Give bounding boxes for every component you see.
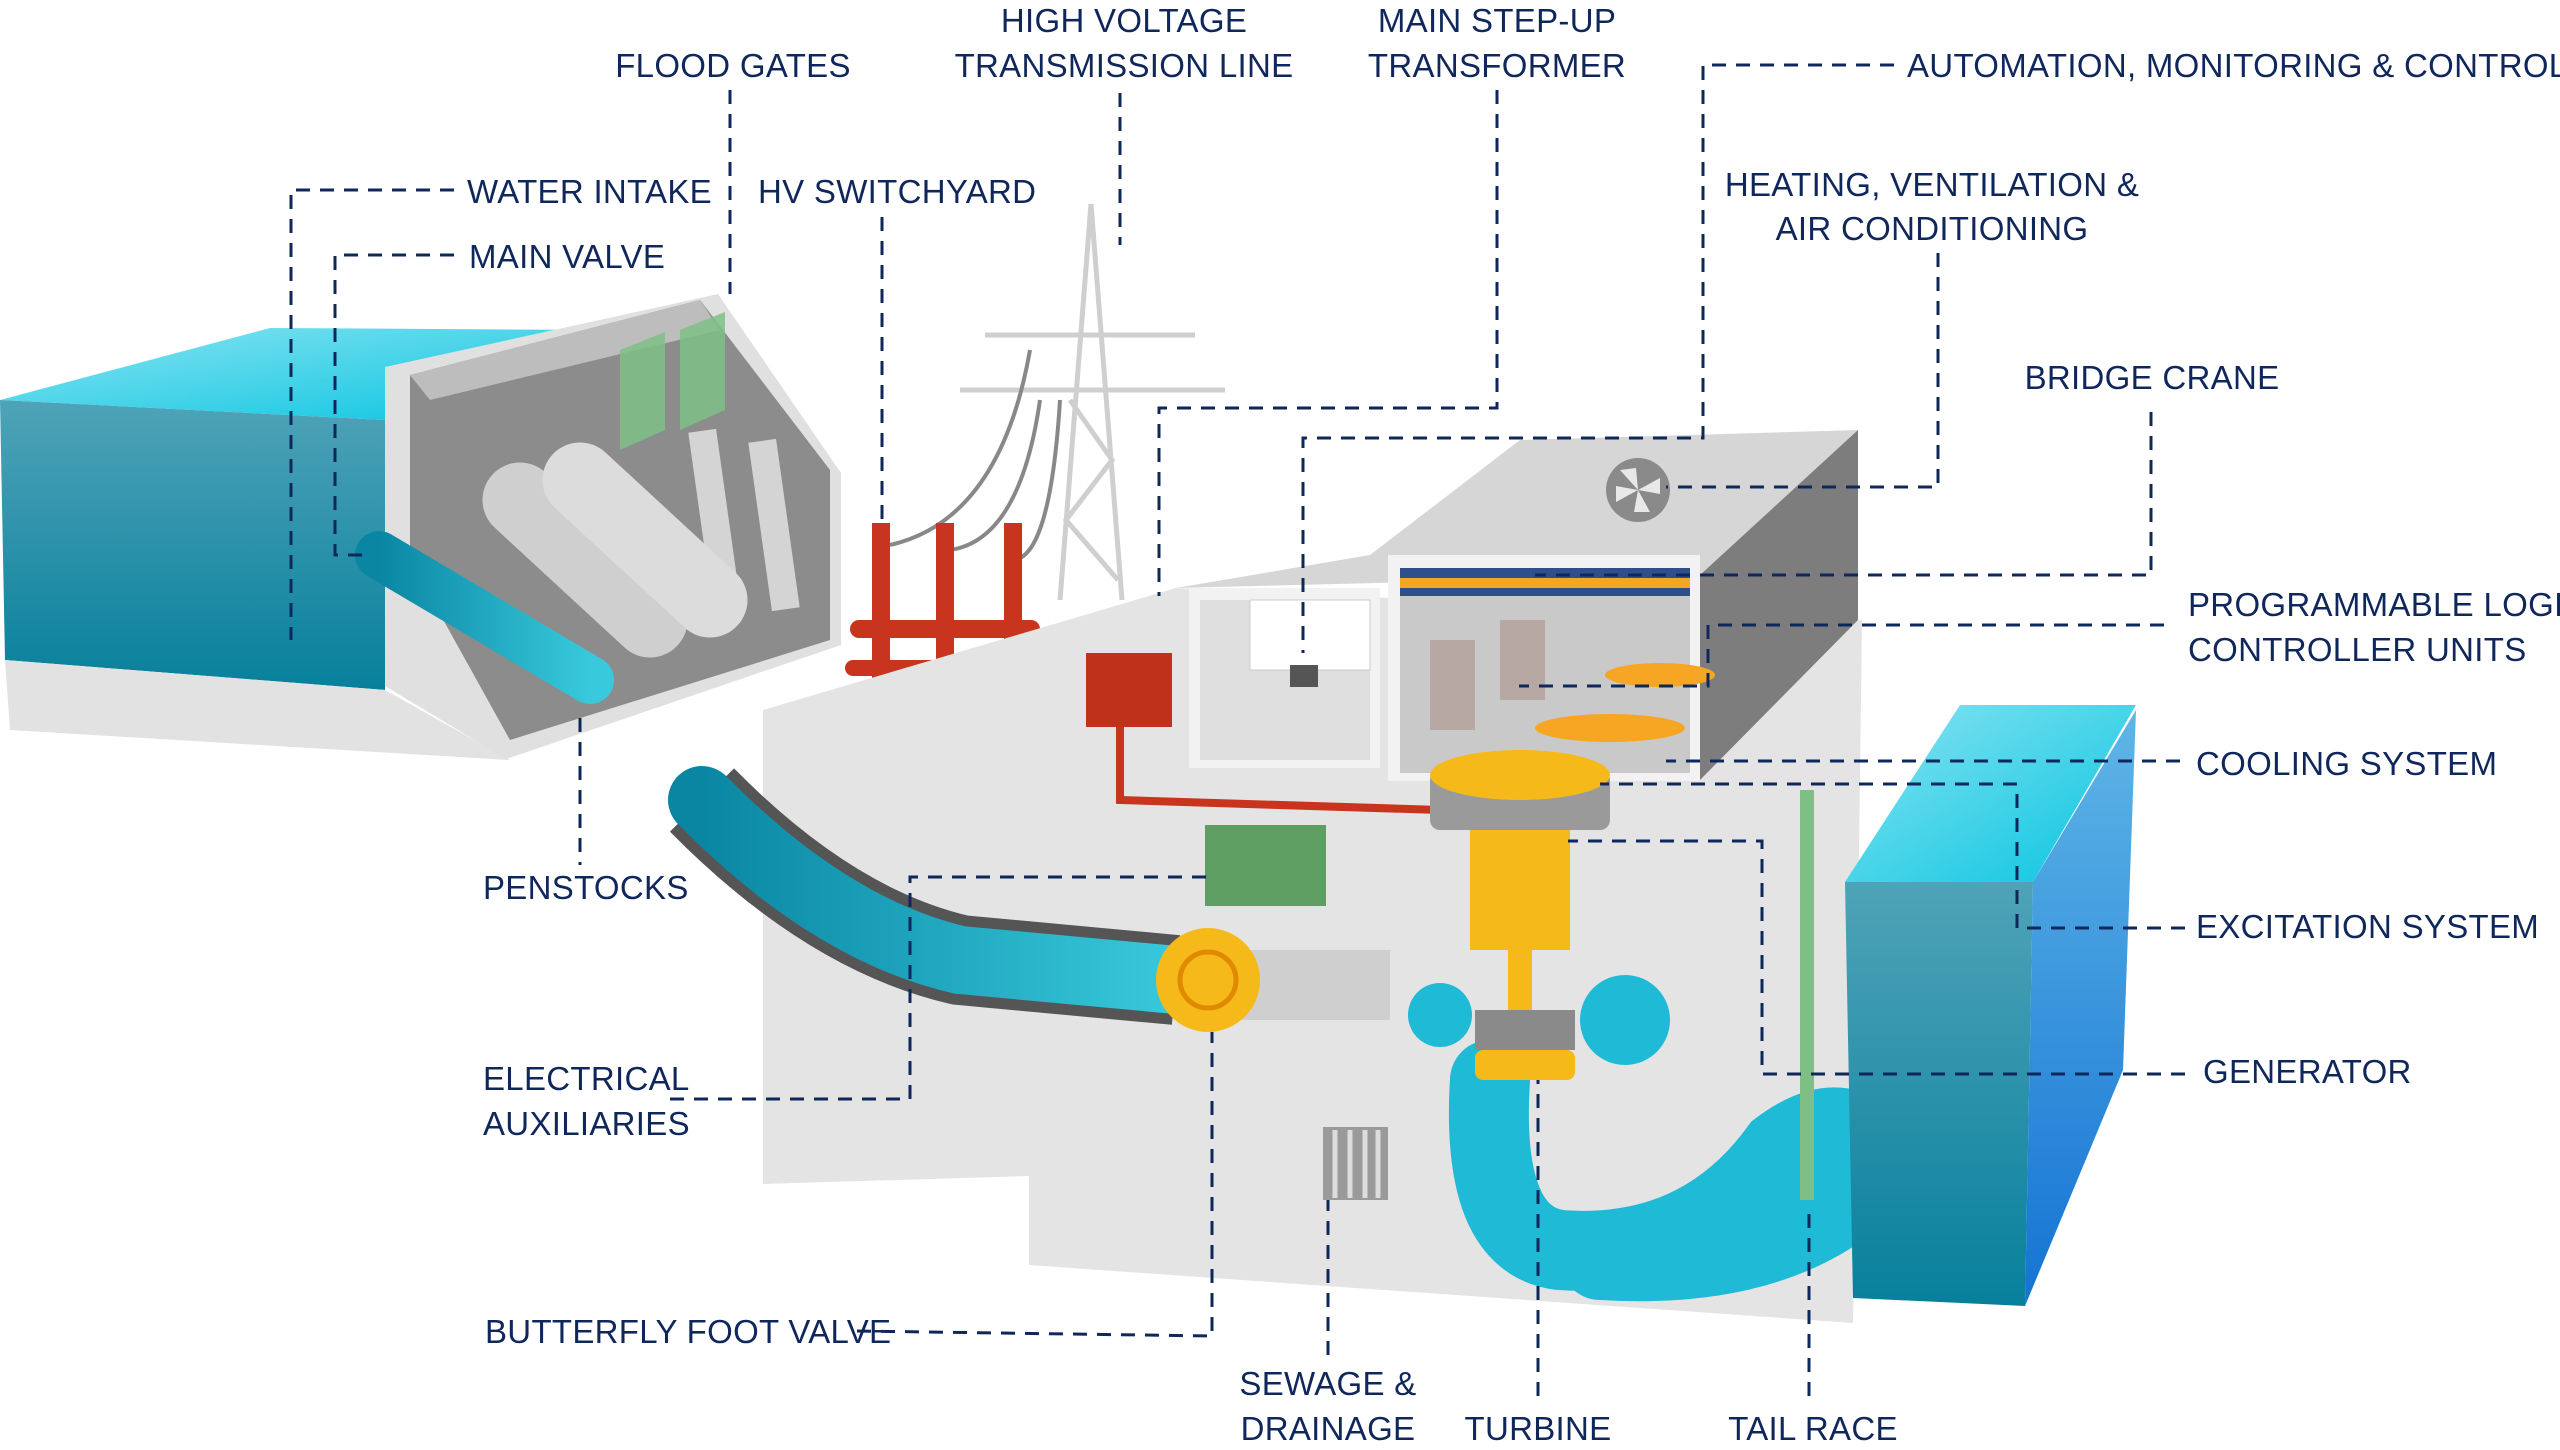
- flood-gates: [620, 312, 725, 450]
- label-penstocks: PENSTOCKS: [483, 869, 689, 906]
- labels: FLOOD GATES HIGH VOLTAGE TRANSMISSION LI…: [467, 2, 2560, 1447]
- turbine: [1408, 975, 1670, 1080]
- label-hvac: HEATING, VENTILATION &: [1725, 166, 2139, 203]
- label-plc: PROGRAMMABLE LOGIC: [2188, 586, 2560, 623]
- leader-lines: [289, 63, 2185, 1396]
- label-hv-line: HIGH VOLTAGE: [1001, 2, 1247, 39]
- label-tail-race: TAIL RACE: [1728, 1410, 1898, 1447]
- label-turbine: TURBINE: [1465, 1410, 1612, 1447]
- label-hv-line-2: TRANSMISSION LINE: [955, 47, 1294, 84]
- main-transformer: [1086, 653, 1172, 727]
- label-transformer: MAIN STEP-UP: [1378, 2, 1616, 39]
- penstock-to-turbine: [668, 766, 1390, 1025]
- label-generator: GENERATOR: [2203, 1053, 2412, 1090]
- generator: [1430, 750, 1610, 1030]
- label-cooling: COOLING SYSTEM: [2196, 745, 2497, 782]
- label-electrical-auxiliaries: ELECTRICAL: [483, 1060, 690, 1097]
- hvac-fan-icon: [1606, 458, 1670, 522]
- label-automation: AUTOMATION, MONITORING & CONTROL: [1907, 47, 2560, 84]
- tail-race-water: [1448, 1040, 1890, 1302]
- label-main-valve: MAIN VALVE: [469, 238, 665, 275]
- label-bridge-crane: BRIDGE CRANE: [2025, 359, 2280, 396]
- label-excitation: EXCITATION SYSTEM: [2196, 908, 2539, 945]
- label-butterfly-valve: BUTTERFLY FOOT VALVE: [485, 1313, 891, 1350]
- label-flood-gates: FLOOD GATES: [615, 47, 851, 84]
- label-sewage: SEWAGE &: [1239, 1365, 1416, 1402]
- label-hvac-2: AIR CONDITIONING: [1776, 210, 2089, 247]
- reservoir: [0, 328, 600, 760]
- penstock-pipes: [355, 442, 748, 704]
- label-water-intake: WATER INTAKE: [467, 173, 712, 210]
- electrical-auxiliaries-cabinet: [1205, 825, 1326, 906]
- label-sewage-2: DRAINAGE: [1241, 1410, 1416, 1447]
- label-hv-switchyard: HV SWITCHYARD: [758, 173, 1036, 210]
- butterfly-valve: [1156, 928, 1260, 1032]
- label-transformer-2: TRANSFORMER: [1368, 47, 1626, 84]
- label-electrical-auxiliaries-2: AUXILIARIES: [483, 1105, 690, 1142]
- tail-water-reservoir: [1800, 705, 2136, 1306]
- label-plc-2: CONTROLLER UNITS: [2188, 631, 2527, 668]
